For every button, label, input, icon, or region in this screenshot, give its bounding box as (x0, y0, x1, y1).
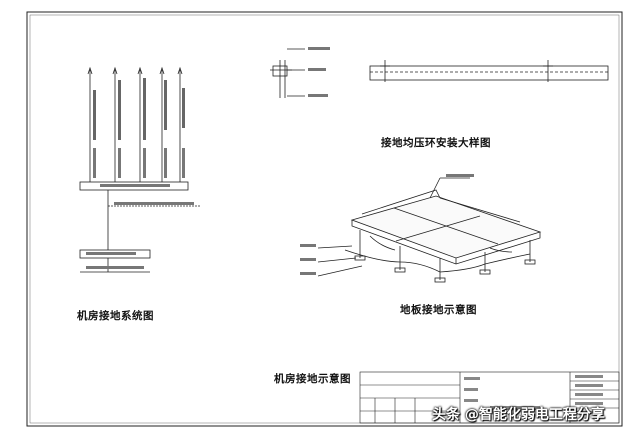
watermark: 头条 @智能化弱电工程分享 (432, 407, 605, 423)
ring-install-labels (308, 47, 330, 97)
title-block (359, 371, 620, 424)
floor-grounding-title: 地板接地示意图 (400, 304, 477, 316)
ring-install-title: 接地均压环安装大样图 (381, 137, 491, 149)
raised-floor-diagram (317, 177, 542, 283)
title-block-fill (464, 375, 603, 414)
grounding-system-title: 机房接地系统图 (77, 310, 154, 322)
raised-floor-labels (300, 174, 474, 275)
grounding-system-small-labels (86, 78, 194, 269)
grounding-system-diagram (79, 66, 200, 273)
ring-install-detail (270, 48, 609, 98)
sheet-inner-border (29, 14, 620, 424)
sheet-border (26, 11, 623, 427)
room-grounding-title: 机房接地示意图 (274, 373, 351, 385)
